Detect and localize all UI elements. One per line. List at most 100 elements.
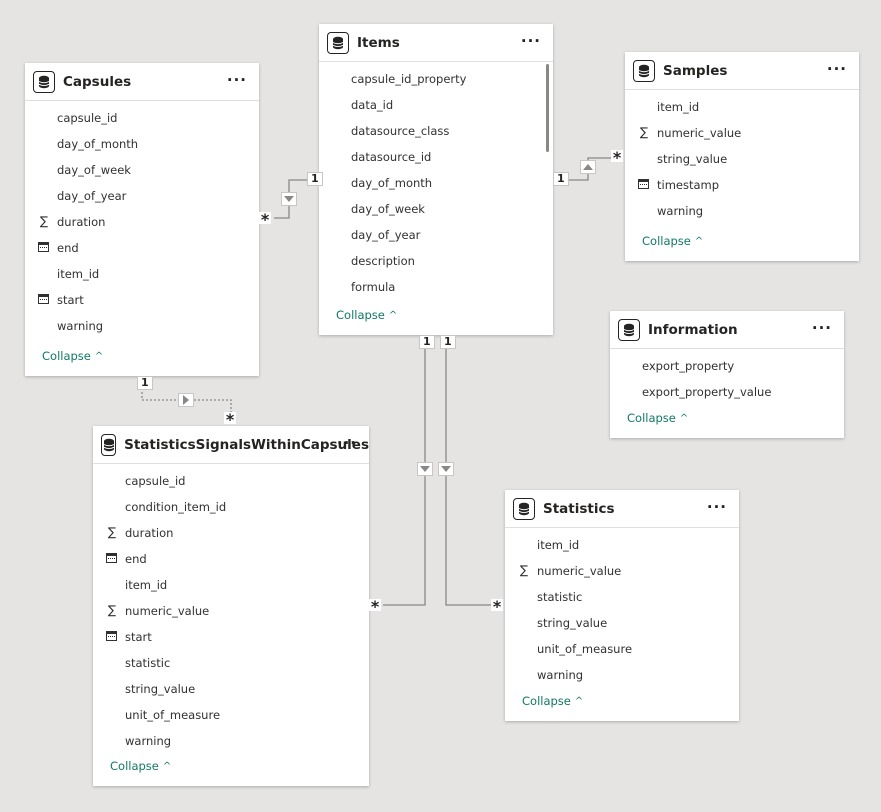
more-options-icon[interactable]: [827, 61, 847, 77]
arrow-down-icon: [284, 196, 294, 202]
collapse-button[interactable]: Collapse^: [42, 349, 103, 363]
table-card-capsules[interactable]: Capsules capsule_id day_of_month day_of_wee…: [25, 63, 259, 376]
collapse-button[interactable]: Collapse^: [627, 411, 688, 425]
field-row[interactable]: unit_of_measure: [505, 636, 739, 662]
relationship-line-items-stats-signals[interactable]: [383, 335, 426, 606]
field-row[interactable]: formula: [319, 274, 553, 300]
field-row[interactable]: statistic: [505, 584, 739, 610]
field-row[interactable]: day_of_year: [25, 183, 259, 209]
collapse-button[interactable]: Collapse^: [642, 234, 703, 248]
field-row[interactable]: item_id: [25, 261, 259, 287]
collapse-label: Collapse: [642, 234, 691, 248]
field-label: string_value: [657, 152, 728, 166]
field-row[interactable]: day_of_month: [25, 131, 259, 157]
field-row[interactable]: end: [25, 235, 259, 261]
field-row[interactable]: capsule_id: [25, 105, 259, 131]
field-row[interactable]: ∑numeric_value: [625, 120, 859, 146]
field-row[interactable]: end: [93, 546, 369, 572]
collapse-label: Collapse: [42, 349, 91, 363]
table-database-icon: [327, 31, 349, 54]
field-row[interactable]: condition_item_id: [93, 494, 369, 520]
cardinality-many-label: *: [611, 150, 623, 162]
table-title: Capsules: [63, 73, 132, 90]
field-label: item_id: [537, 538, 580, 552]
field-label: day_of_week: [57, 163, 131, 177]
field-row[interactable]: start: [93, 624, 369, 650]
field-row[interactable]: ∑duration: [25, 209, 259, 235]
cardinality-many-label: *: [224, 412, 236, 424]
collapse-button[interactable]: Collapse^: [110, 759, 171, 773]
field-row[interactable]: item_id: [505, 532, 739, 558]
field-row[interactable]: timestamp: [625, 172, 859, 198]
table-card-statistics-signals[interactable]: StatisticsSignalsWithinCapsules capsule_i…: [93, 426, 369, 786]
field-row[interactable]: ∑duration: [93, 520, 369, 546]
field-row[interactable]: statistic: [93, 650, 369, 676]
field-label: day_of_month: [57, 137, 139, 151]
field-row[interactable]: export_property_value: [610, 379, 844, 405]
collapse-label: Collapse: [110, 759, 159, 773]
field-row[interactable]: capsule_id: [93, 468, 369, 494]
table-header[interactable]: Capsules: [25, 63, 259, 101]
field-row[interactable]: data_id: [319, 92, 553, 118]
field-row[interactable]: day_of_week: [319, 196, 553, 222]
field-row[interactable]: datasource_class: [319, 118, 553, 144]
table-database-icon: [101, 433, 117, 456]
collapse-label: Collapse: [627, 411, 676, 425]
field-row[interactable]: warning: [625, 198, 859, 224]
table-card-samples[interactable]: Samples item_id∑numeric_value string_value…: [625, 52, 859, 261]
field-row[interactable]: start: [25, 287, 259, 313]
field-row[interactable]: ∑numeric_value: [93, 598, 369, 624]
chevron-up-icon: ^: [694, 236, 704, 247]
table-card-statistics[interactable]: Statistics item_id ∑numeric_valuestatistic…: [505, 490, 739, 721]
more-options-icon[interactable]: [521, 33, 541, 49]
table-card-information[interactable]: Information export_propertyexport_propert…: [610, 311, 844, 438]
field-row[interactable]: warning: [505, 662, 739, 688]
table-header[interactable]: Statistics: [505, 490, 739, 528]
field-row[interactable]: item_id: [625, 94, 859, 120]
table-header[interactable]: Samples: [625, 52, 859, 90]
field-row[interactable]: export_property: [610, 353, 844, 379]
table-card-items[interactable]: Itemscapsule_id_propertydata_iddatasourc…: [319, 24, 553, 335]
table-database-icon: [33, 70, 55, 93]
field-row[interactable]: item_id: [93, 572, 369, 598]
field-label: warning: [537, 668, 584, 682]
table-header[interactable]: Information: [610, 311, 844, 349]
field-label: day_of_year: [57, 189, 127, 203]
sigma-icon: ∑: [639, 125, 649, 139]
more-options-icon[interactable]: [707, 499, 727, 515]
filter-direction-icon: [178, 393, 194, 407]
field-row[interactable]: day_of_week: [25, 157, 259, 183]
more-options-icon[interactable]: [227, 72, 247, 88]
field-row[interactable]: string_value: [93, 676, 369, 702]
cardinality-many-label: *: [491, 599, 503, 611]
more-options-icon[interactable]: [812, 320, 832, 336]
cardinality-one-label: 1: [137, 376, 153, 390]
field-row[interactable]: string_value: [625, 146, 859, 172]
field-row[interactable]: description: [319, 248, 553, 274]
calendar-icon: [38, 293, 50, 305]
field-row[interactable]: string_value: [505, 610, 739, 636]
field-row[interactable]: day_of_year: [319, 222, 553, 248]
table-header[interactable]: StatisticsSignalsWithinCapsules: [93, 426, 369, 464]
field-row[interactable]: warning: [93, 728, 369, 754]
field-label: description: [351, 254, 415, 268]
field-label: day_of_year: [351, 228, 421, 242]
more-options-icon[interactable]: [337, 435, 357, 451]
field-row[interactable]: datasource_id: [319, 144, 553, 170]
relationship-line-items-statistics[interactable]: [445, 335, 491, 606]
table-header[interactable]: Items: [319, 24, 553, 62]
field-row[interactable]: ∑numeric_value: [505, 558, 739, 584]
collapse-button[interactable]: Collapse^: [522, 694, 583, 708]
field-row[interactable]: warning: [25, 313, 259, 339]
field-row[interactable]: unit_of_measure: [93, 702, 369, 728]
field-row[interactable]: capsule_id_property: [319, 66, 553, 92]
arrow-up-icon: [583, 164, 593, 170]
collapse-button[interactable]: Collapse^: [336, 308, 397, 322]
table-title: Statistics: [543, 500, 615, 517]
scrollbar[interactable]: [546, 64, 549, 152]
field-row[interactable]: day_of_month: [319, 170, 553, 196]
